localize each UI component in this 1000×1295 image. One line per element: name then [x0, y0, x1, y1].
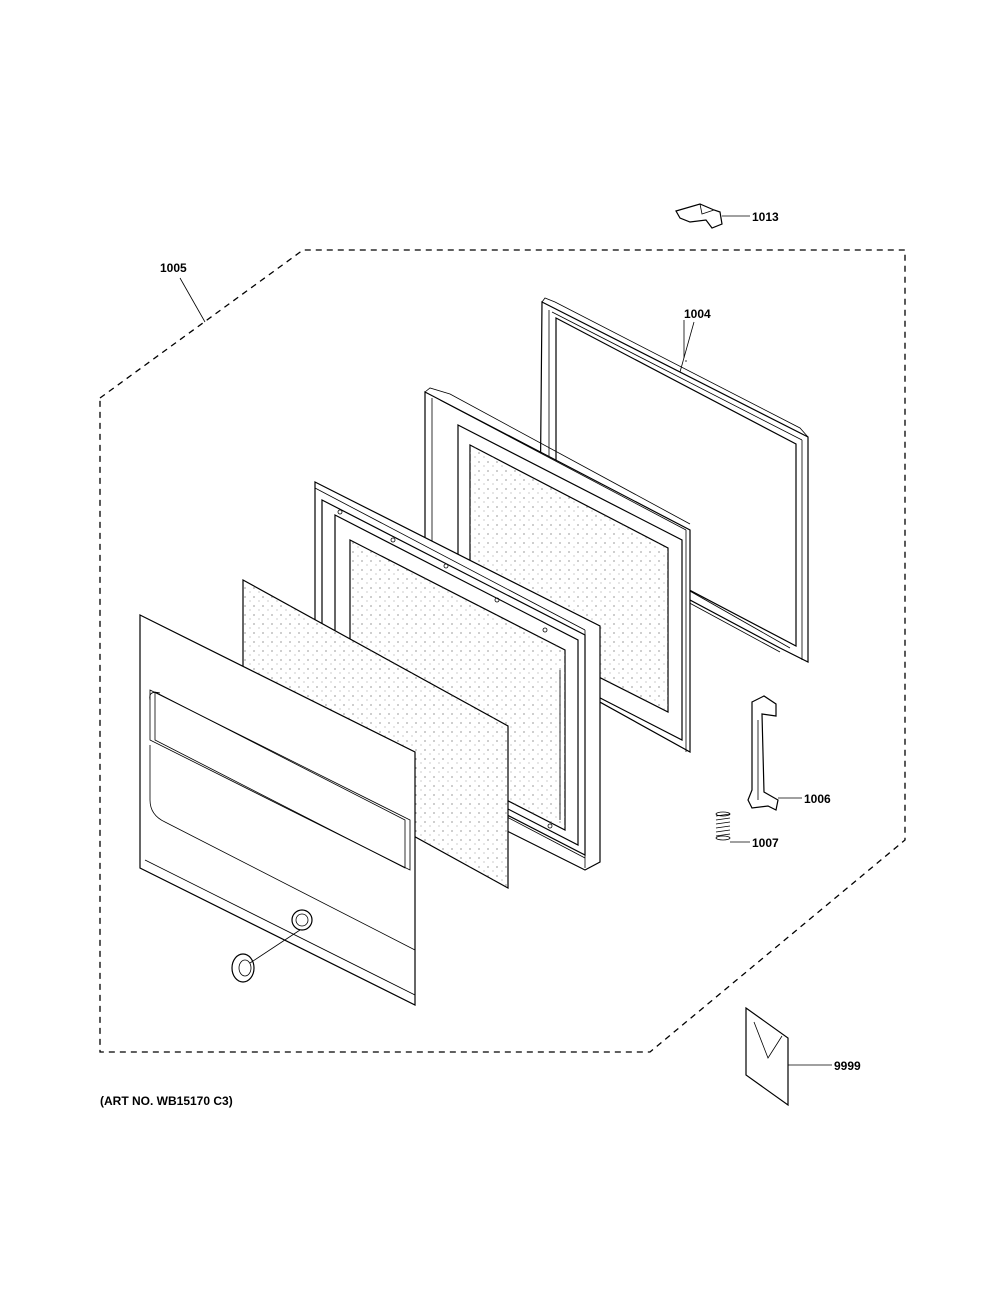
part-1007-spring[interactable]: [715, 811, 750, 843]
part-1013-clip[interactable]: [675, 203, 750, 229]
leader-1004: [679, 321, 695, 373]
label-9999: 9999: [834, 1059, 861, 1073]
knob[interactable]: [231, 929, 301, 983]
part-1006-latch-hook[interactable]: [747, 695, 802, 811]
label-1005: 1005: [160, 261, 187, 275]
label-1004: 1004: [684, 307, 711, 321]
assembly-boundary: [99, 249, 906, 1053]
part-1004-rear-frame[interactable]: [539, 297, 809, 663]
label-1006: 1006: [804, 792, 831, 806]
label-1013: 1013: [752, 210, 779, 224]
label-1007: 1007: [752, 836, 779, 850]
art-number: (ART NO. WB15170 C3): [100, 1094, 233, 1108]
leader-1005: [179, 277, 206, 323]
outer-door-panel[interactable]: [139, 614, 416, 1006]
part-9999-manual[interactable]: [745, 1006, 832, 1107]
